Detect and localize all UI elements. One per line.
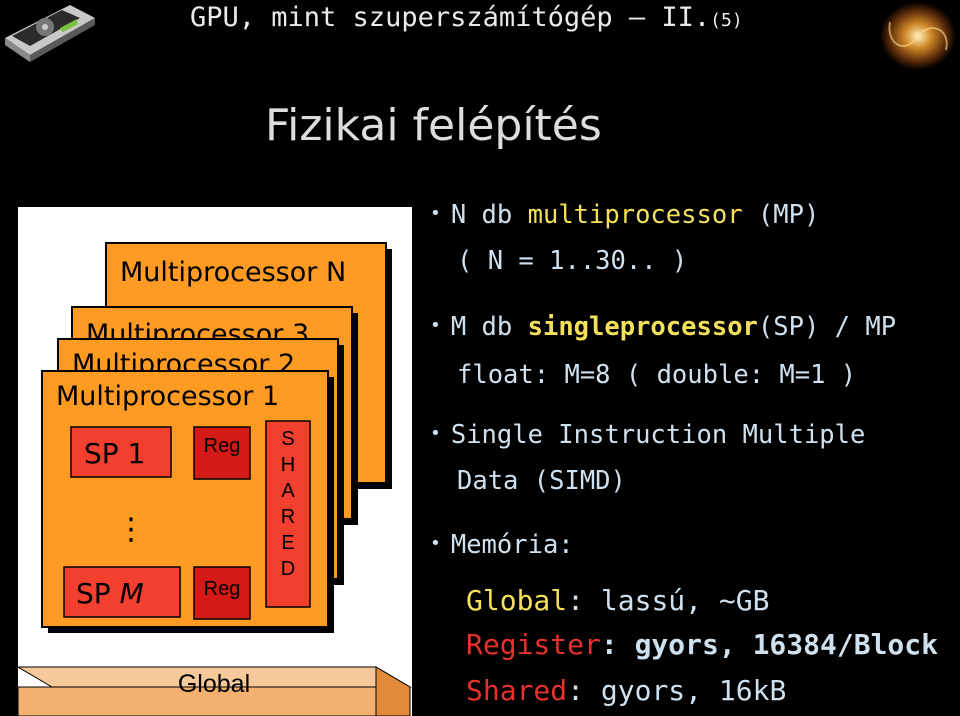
bullet-4-text: Memória: [450, 530, 574, 560]
mp-n-label: Multiprocessor N [120, 257, 346, 288]
header-title: GPU, mint szuperszámítógép – II.(5) [190, 2, 743, 33]
bullet-3-line-1: Single Instruction Multiple [450, 420, 866, 450]
global-label: Global [178, 670, 250, 698]
gpu-architecture-diagram: Global Multiprocessor N Multiprocessor 3… [18, 207, 412, 716]
bullet-list: • N db multiprocessor (MP) ( N = 1..30.. … [430, 196, 960, 560]
bullet-1-pre: N db [450, 200, 528, 230]
galaxy-icon [880, 2, 956, 70]
bullet-2-line-2: float: M=8 ( double: M=1 ) [457, 360, 857, 390]
global-slab-front [18, 686, 377, 716]
bullet-4: • Memória: [430, 530, 574, 560]
gpu-card-icon [5, 5, 95, 62]
reg-2-label: Reg [204, 578, 241, 600]
header-text: GPU, mint szuperszámítógép – II. [190, 2, 711, 33]
slide-title: Fizikai felépítés [265, 100, 602, 151]
reg-1-box [193, 426, 251, 480]
shared-letter: H [281, 454, 295, 476]
shared-letter: R [281, 506, 295, 528]
memory-shared-desc: : gyors, 16kB [567, 674, 787, 707]
bullet-dot-icon: • [430, 315, 441, 336]
sp-m-label: SP M [76, 577, 144, 610]
memory-shared-label: Shared [466, 674, 568, 707]
shared-letter: D [281, 558, 295, 580]
sp-1-box [70, 426, 172, 478]
reg-2-box [193, 566, 251, 620]
bullet-1-post: (MP) [742, 200, 820, 230]
mp-1-label: Multiprocessor 1 [56, 381, 279, 412]
bullet-2-post: (SP) / MP [757, 312, 897, 342]
shared-letter: S [281, 428, 294, 450]
bullet-dot-icon: • [430, 203, 441, 224]
memory-register-desc: : gyors, 16384/Block [600, 628, 939, 661]
bullet-1-line-2: ( N = 1..30.. ) [457, 246, 688, 276]
bullet-1: • N db multiprocessor (MP) [430, 200, 819, 230]
memory-shared: Shared: gyors, 16kB [466, 674, 786, 707]
bullet-2-highlight: singleprocessor [527, 312, 758, 342]
bullet-3: • Single Instruction Multiple [430, 420, 865, 450]
memory-global-label: Global [466, 584, 568, 617]
memory-register-label: Register [466, 628, 601, 661]
bullet-2: • M db singleprocessor(SP) / MP [430, 312, 896, 342]
sp-1-label: SP 1 [84, 437, 145, 470]
memory-global: Global: lassú, ~GB [466, 584, 769, 617]
shared-memory-box [265, 420, 311, 608]
memory-global-desc: : lassú, ~GB [567, 584, 770, 617]
bullet-1-highlight: multiprocessor [527, 200, 743, 230]
bullet-3-line-2: Data (SIMD) [457, 466, 626, 496]
page-number: (5) [710, 10, 743, 31]
bullet-dot-icon: • [430, 423, 441, 444]
shared-letter: A [281, 480, 295, 502]
memory-register: Register: gyors, 16384/Block [466, 628, 938, 661]
sp-m-box [63, 566, 181, 618]
bullet-dot-icon: • [430, 533, 441, 554]
reg-1-label: Reg [204, 435, 241, 457]
shared-letter: E [281, 532, 294, 554]
sp-ellipsis: ⋮ [116, 512, 146, 547]
bullet-2-pre: M db [450, 312, 528, 342]
